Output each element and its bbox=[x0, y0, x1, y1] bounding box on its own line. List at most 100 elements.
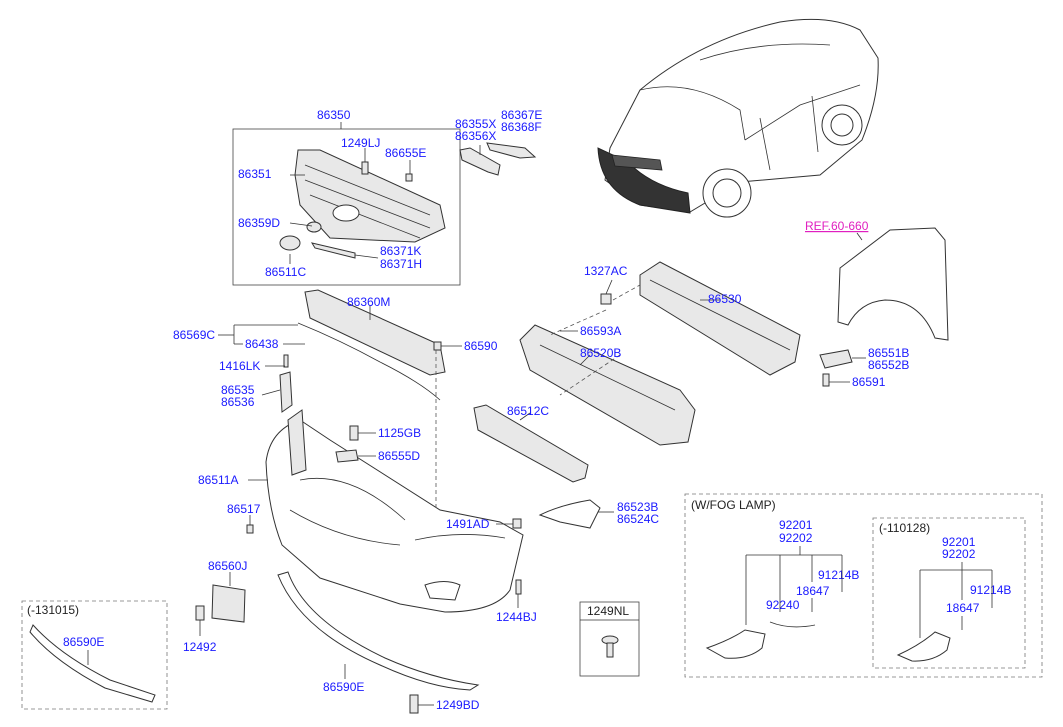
label-86356X: 86356X bbox=[455, 129, 496, 143]
label-1249BD: 1249BD bbox=[436, 698, 480, 712]
front-bumper-cover bbox=[265, 409, 524, 613]
screw-1249LJ bbox=[361, 161, 369, 175]
label-86536: 86536 bbox=[221, 395, 255, 409]
label-fog-92202: 92202 bbox=[779, 531, 813, 545]
label-86360M: 86360M bbox=[347, 295, 390, 309]
box-1249NL bbox=[579, 601, 640, 677]
label-86511C: 86511C bbox=[265, 265, 306, 279]
box-fog-lamp bbox=[684, 493, 1043, 678]
upper-grille-86360M bbox=[304, 289, 446, 376]
label-1125GB: 1125GB bbox=[378, 426, 421, 440]
label-fog-92240: 92240 bbox=[766, 598, 800, 612]
fog-lamp-leaders bbox=[745, 546, 843, 625]
fog-lamp-bezel bbox=[705, 629, 766, 659]
label-ref-60-660: REF.60-660 bbox=[805, 219, 869, 233]
screw-1416LK bbox=[283, 354, 289, 368]
label-131015: (-131015) bbox=[27, 603, 79, 617]
bracket-86551B bbox=[819, 349, 853, 369]
clip-86655E bbox=[405, 173, 413, 182]
label-86590E-main: 86590E bbox=[323, 680, 364, 694]
fog-lamp-bezel-old bbox=[896, 631, 951, 662]
label-fog-91214B: 91214B bbox=[818, 568, 859, 582]
label-86590: 86590 bbox=[464, 339, 498, 353]
energy-absorber-86520B bbox=[519, 324, 696, 446]
emblem-86511C bbox=[279, 235, 301, 251]
label-86355X: 86355X bbox=[455, 117, 496, 131]
bezel-86523B bbox=[538, 499, 601, 529]
label-86530: 86530 bbox=[708, 292, 742, 306]
label-86551B: 86551B bbox=[868, 346, 909, 360]
car-illustration bbox=[597, 18, 879, 218]
label-g-92202: 92202 bbox=[942, 547, 976, 561]
label-86655E: 86655E bbox=[385, 146, 426, 160]
box-131015 bbox=[21, 600, 168, 710]
label-110128: (-110128) bbox=[879, 521, 930, 535]
label-1249LJ: 1249LJ bbox=[341, 136, 380, 150]
radiator-grille bbox=[294, 149, 446, 243]
label-86351: 86351 bbox=[238, 167, 272, 181]
fog-lamp-old-leaders bbox=[919, 562, 993, 638]
label-86593A: 86593A bbox=[580, 324, 621, 338]
label-12492: 12492 bbox=[183, 640, 217, 654]
clip-1491AD bbox=[512, 518, 522, 529]
lower-grille-86512C bbox=[473, 404, 589, 483]
label-86524C: 86524C bbox=[617, 512, 659, 526]
label-86520B: 86520B bbox=[580, 346, 621, 360]
label-86367E: 86367E bbox=[501, 108, 542, 122]
screw-12492 bbox=[195, 605, 205, 621]
label-g-91214B: 91214B bbox=[970, 583, 1011, 597]
bumper-rail-86530 bbox=[639, 261, 801, 376]
label-g-18647: 18647 bbox=[946, 601, 980, 615]
clip-86590 bbox=[433, 341, 442, 351]
cap-86517 bbox=[246, 524, 254, 534]
label-86359D: 86359D bbox=[238, 216, 280, 230]
label-1244BJ: 1244BJ bbox=[496, 610, 537, 624]
label-1491AD: 1491AD bbox=[446, 517, 490, 531]
label-86371H: 86371H bbox=[380, 257, 422, 271]
bracket-86367E bbox=[486, 142, 537, 159]
bracket-86355X bbox=[459, 147, 501, 176]
fender-reference bbox=[837, 227, 949, 341]
lip-86590E bbox=[277, 571, 480, 691]
label-fog-92201: 92201 bbox=[779, 518, 813, 532]
label-g-92201: 92201 bbox=[942, 535, 976, 549]
bracket-86555D bbox=[335, 449, 359, 463]
molding-86438 bbox=[297, 322, 441, 401]
label-fog-lamp: (W/FOG LAMP) bbox=[691, 498, 776, 512]
label-86512C: 86512C bbox=[507, 404, 549, 418]
molding-86371K bbox=[310, 242, 356, 259]
label-86438: 86438 bbox=[245, 337, 279, 351]
label-86371K: 86371K bbox=[380, 244, 421, 258]
grille-group-box bbox=[232, 128, 461, 286]
bracket-86535 bbox=[279, 371, 293, 413]
label-86569C: 86569C bbox=[173, 328, 215, 342]
box-110128 bbox=[872, 517, 1026, 669]
label-1416LK: 1416LK bbox=[219, 359, 260, 373]
plate-bracket-86560J bbox=[211, 584, 246, 623]
label-86523B: 86523B bbox=[617, 500, 658, 514]
label-86368F: 86368F bbox=[501, 120, 542, 134]
label-86552B: 86552B bbox=[868, 358, 909, 372]
emblem-86359D bbox=[306, 221, 322, 233]
label-86350: 86350 bbox=[317, 108, 351, 122]
lip-86590E-old bbox=[29, 624, 156, 703]
fog-lamp-wire bbox=[769, 621, 816, 628]
nut-1327AC bbox=[600, 293, 612, 305]
label-86590E-old: 86590E bbox=[63, 635, 104, 649]
label-86535: 86535 bbox=[221, 383, 255, 397]
label-1327AC: 1327AC bbox=[584, 264, 628, 278]
clip-1249NL bbox=[601, 635, 619, 658]
screw-1244BJ bbox=[515, 579, 522, 595]
label-1249NL: 1249NL bbox=[587, 604, 629, 618]
label-86517: 86517 bbox=[227, 502, 261, 516]
screw-86591 bbox=[822, 373, 830, 387]
screw-1125GB bbox=[349, 425, 359, 441]
label-86560J: 86560J bbox=[208, 559, 247, 573]
label-86591: 86591 bbox=[852, 375, 886, 389]
leader-lines bbox=[199, 145, 866, 706]
label-86511A: 86511A bbox=[198, 473, 238, 487]
screw-1249BD bbox=[409, 694, 419, 714]
label-fog-18647: 18647 bbox=[796, 584, 830, 598]
label-86555D: 86555D bbox=[378, 449, 420, 463]
